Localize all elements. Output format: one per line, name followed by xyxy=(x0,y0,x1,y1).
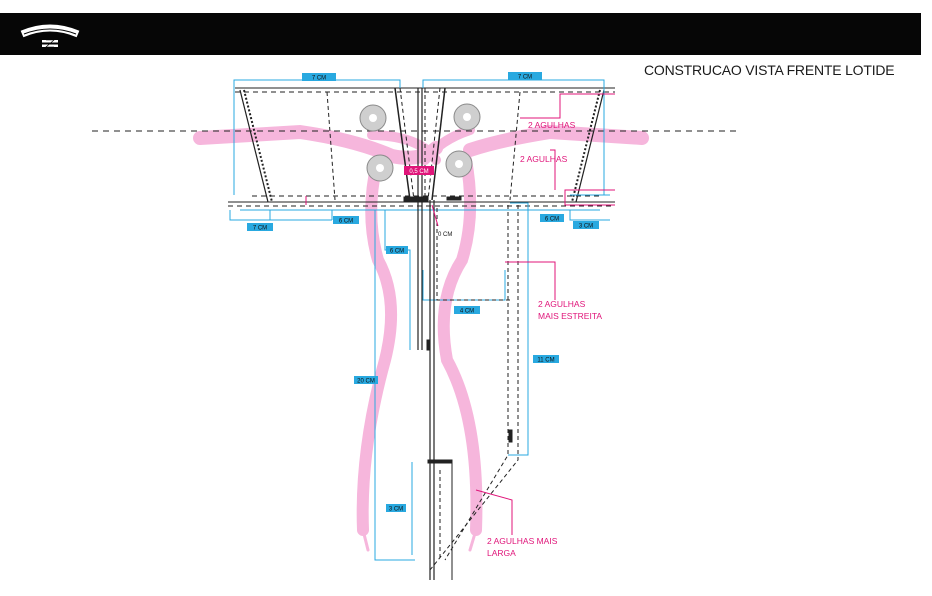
measure-tags: 7 CM 7 CM 7 CM 6 CM 6 CM 3 CM 0 CM 0,5 C… xyxy=(247,72,599,513)
tag-bottom-left-outer: 7 CM xyxy=(253,226,267,232)
note-estreita-line1: 2 AGULHAS xyxy=(538,299,586,309)
tag-bottom-right-outer: 3 CM xyxy=(579,224,593,230)
tag-left-long: 20 CM xyxy=(357,379,375,385)
construction-notes: 2 AGULHAS 2 AGULHAS 2 AGULHAS MAIS ESTRE… xyxy=(487,120,602,558)
eyelet-icon xyxy=(359,103,481,182)
page-title: CONSTRUCAO VISTA FRENTE LOTIDE xyxy=(644,62,895,78)
note-larga-line2: LARGA xyxy=(487,548,516,558)
note-leaders xyxy=(305,93,615,535)
tag-bottom-right-inner: 6 CM xyxy=(545,217,559,223)
tag-center-zero: 0 CM xyxy=(438,232,452,238)
header-bar xyxy=(0,13,921,55)
fly-construction xyxy=(403,88,519,580)
note-larga-line1: 2 AGULHAS MAIS xyxy=(487,536,558,546)
waistband-outline xyxy=(239,87,605,203)
tag-right-long: 11 CM xyxy=(537,358,554,364)
note-agulhas-2: 2 AGULHAS xyxy=(520,154,568,164)
tag-fly-left: 6 CM xyxy=(390,249,404,255)
tag-center-pink: 0,5 CM xyxy=(409,169,428,175)
note-estreita-line2: MAIS ESTREITA xyxy=(538,311,602,321)
note-agulhas-1: 2 AGULHAS xyxy=(528,120,576,130)
tag-bottom-small: 3 CM xyxy=(389,507,403,513)
tag-bottom-left-inner: 6 CM xyxy=(339,219,353,225)
tag-top-left: 7 CM xyxy=(312,76,326,82)
billabong-logo-icon xyxy=(20,24,80,48)
tag-top-right: 7 CM xyxy=(518,75,532,81)
tag-fly-width: 4 CM xyxy=(460,309,474,315)
drawcord xyxy=(193,124,649,552)
